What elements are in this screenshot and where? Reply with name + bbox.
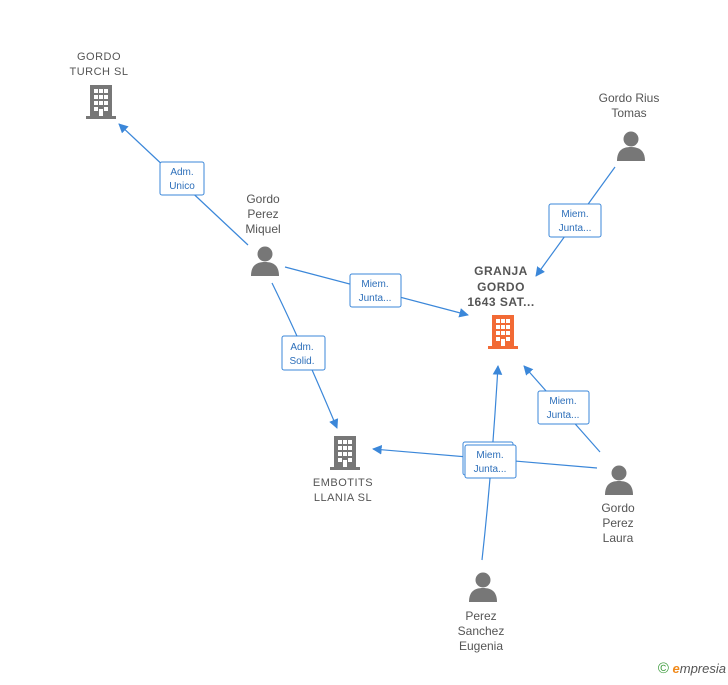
node-embotits-llania-sl[interactable]: EMBOTITS LLANIA SL — [313, 436, 373, 504]
node-gordo-perez-laura[interactable]: Gordo Perez Laura — [601, 465, 635, 546]
node-label-line1: Gordo Rius — [599, 91, 660, 105]
edge-miquel-turch[interactable]: Adm. Unico — [118, 123, 249, 246]
node-label-line1: GRANJA — [474, 264, 528, 278]
edge-label-line1: Adm. — [290, 342, 313, 353]
edge-label-line2: Unico — [169, 181, 195, 192]
edge-label-line1: Miem. — [361, 279, 388, 290]
node-label-line1: Perez — [465, 609, 496, 623]
brand-name: mpresia — [679, 661, 726, 676]
node-gordo-turch-sl[interactable]: GORDO TURCH SL — [69, 51, 128, 119]
edge-label-line2: Junta... — [474, 464, 507, 475]
node-label-line2: LLANIA SL — [314, 492, 372, 504]
node-gordo-perez-miquel[interactable]: Gordo Perez Miquel — [245, 192, 281, 276]
node-label-line2: Sanchez — [458, 624, 505, 638]
building-icon — [330, 436, 360, 470]
edge-label-line2: Junta... — [559, 223, 592, 234]
node-label-line3: Eugenia — [459, 639, 503, 653]
node-label-line2: GORDO — [477, 280, 525, 294]
edge-label-line2: Solid. — [289, 356, 314, 367]
node-label-line2: TURCH SL — [69, 66, 128, 78]
edge-eugenia-granja[interactable]: Miem. Junta... — [462, 365, 517, 561]
copyright-symbol: © — [657, 660, 669, 677]
node-label-line3: Miquel — [245, 222, 280, 236]
node-label-line3: 1643 SAT... — [467, 295, 534, 309]
empresia-watermark: © empresia — [658, 660, 726, 677]
node-label-line1: GORDO — [77, 51, 121, 63]
node-label-line1: EMBOTITS — [313, 477, 373, 489]
edge-label-line1: Adm. — [170, 167, 193, 178]
building-icon — [488, 315, 518, 349]
brand-initial: e — [672, 661, 680, 676]
edge-label-line2: Junta... — [359, 293, 392, 304]
building-icon — [86, 85, 116, 119]
person-icon — [469, 572, 497, 602]
node-gordo-rius-tomas[interactable]: Gordo Rius Tomas — [599, 91, 660, 161]
person-icon — [251, 246, 279, 276]
node-label-line1: Gordo — [601, 501, 635, 515]
person-icon — [617, 131, 645, 161]
edge-miquel-embotits[interactable]: Adm. Solid. — [271, 282, 339, 429]
edge-rius-granja[interactable]: Miem. Junta... — [535, 166, 616, 277]
edge-label-line1: Miem. — [476, 450, 503, 461]
edge-label-line1: Miem. — [549, 396, 576, 407]
edge-miquel-granja[interactable]: Miem. Junta... — [284, 266, 469, 318]
edge-laura-granja[interactable]: Miem. Junta... — [523, 365, 601, 453]
node-label-line3: Laura — [603, 531, 634, 545]
node-label-line2: Perez — [602, 516, 633, 530]
node-granja-gordo-1643-sat[interactable]: GRANJA GORDO 1643 SAT... — [467, 264, 534, 349]
person-icon — [605, 465, 633, 495]
node-label-line2: Perez — [247, 207, 278, 221]
edge-label-line2: Junta... — [547, 410, 580, 421]
node-label-line1: Gordo — [246, 192, 280, 206]
node-label-line2: Tomas — [611, 106, 646, 120]
edge-label-line1: Miem. — [561, 209, 588, 220]
node-perez-sanchez-eugenia[interactable]: Perez Sanchez Eugenia — [458, 572, 505, 654]
